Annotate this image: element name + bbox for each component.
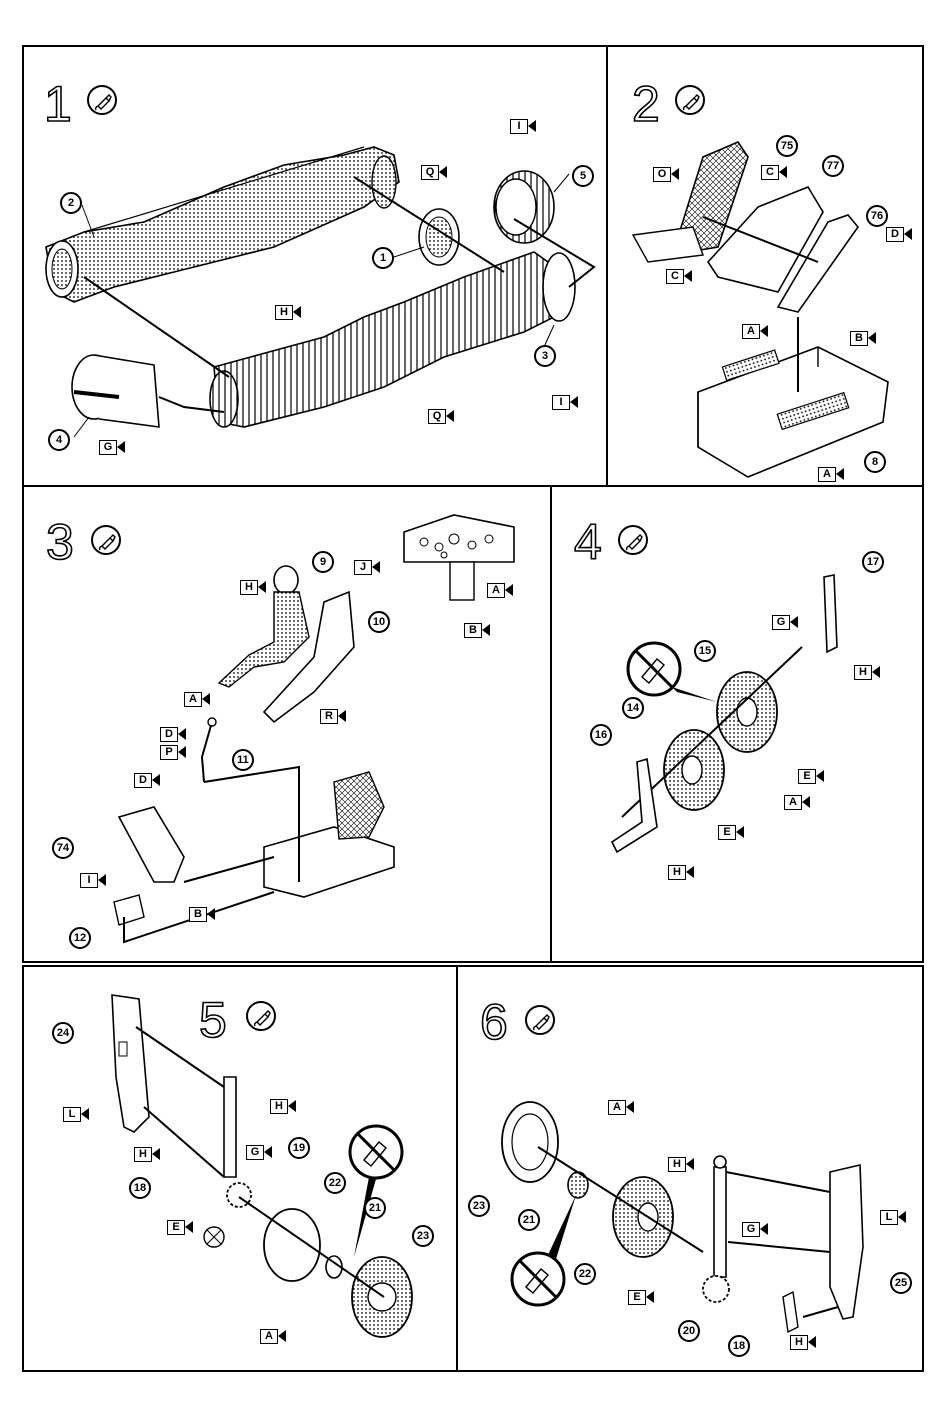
part-callout: 24	[52, 1022, 74, 1044]
part-callout: 22	[324, 1172, 346, 1194]
part-callout: 25	[890, 1272, 912, 1294]
paint-flag: C	[761, 165, 787, 180]
paint-flag: D	[134, 773, 160, 788]
paint-flag: H	[790, 1335, 816, 1350]
paint-flag: G	[742, 1222, 768, 1237]
part-callout: 76	[866, 205, 888, 227]
paint-flag: B	[189, 907, 215, 922]
part-callout: 23	[412, 1225, 434, 1247]
part-callout: 15	[694, 640, 716, 662]
paint-flag: G	[246, 1145, 272, 1160]
cockpit-drawing	[24, 487, 554, 965]
part-callout: 11	[232, 749, 254, 771]
paint-flag: H	[275, 305, 301, 320]
paint-flag: H	[134, 1147, 160, 1162]
paint-flag: A	[184, 692, 210, 707]
paint-flag: L	[63, 1107, 89, 1122]
paint-flag: I	[510, 119, 536, 134]
part-callout: 9	[312, 551, 334, 573]
part-callout: 23	[468, 1195, 490, 1217]
step-6-panel: 6 23 21 22 20 18 25	[456, 965, 924, 1372]
paint-flag: R	[320, 709, 346, 724]
step-4-panel: 4 17 15 14 16 G H E A E H	[550, 485, 924, 963]
paint-flag: Q	[421, 165, 447, 180]
paint-flag: H	[668, 865, 694, 880]
paint-flag: A	[608, 1100, 634, 1115]
part-callout: 4	[48, 429, 70, 451]
seat-tub-drawing	[608, 47, 926, 489]
paint-flag: B	[850, 331, 876, 346]
part-callout: 77	[822, 155, 844, 177]
paint-flag: E	[718, 825, 744, 840]
paint-flag: A	[487, 583, 513, 598]
part-callout: 12	[69, 927, 91, 949]
paint-flag: A	[818, 467, 844, 482]
part-callout: 74	[52, 837, 74, 859]
paint-flag: I	[552, 395, 578, 410]
part-callout: 19	[288, 1137, 310, 1159]
step-1-panel: 1 2 1 5 3 4 Q I H	[22, 45, 608, 487]
paint-flag: I	[80, 873, 106, 888]
paint-flag: E	[798, 769, 824, 784]
paint-flag: D	[886, 227, 912, 242]
paint-flag: P	[160, 745, 186, 760]
part-callout: 18	[728, 1335, 750, 1357]
part-callout: 1	[372, 247, 394, 269]
paint-flag: G	[99, 440, 125, 455]
paint-flag: J	[354, 560, 380, 575]
paint-flag: C	[666, 269, 692, 284]
part-callout: 21	[364, 1197, 386, 1219]
step-2-panel: 2 75 77 76 8 O C C D A B A	[606, 45, 924, 487]
part-callout: 14	[622, 697, 644, 719]
paint-flag: A	[260, 1329, 286, 1344]
part-callout: 18	[129, 1177, 151, 1199]
part-callout: 8	[864, 451, 886, 473]
paint-flag: D	[160, 727, 186, 742]
paint-flag: H	[240, 580, 266, 595]
paint-flag: H	[668, 1157, 694, 1172]
paint-flag: E	[167, 1220, 193, 1235]
part-callout: 5	[572, 165, 594, 187]
no-glue-icon	[350, 1126, 402, 1257]
paint-flag: H	[270, 1099, 296, 1114]
paint-flag: B	[464, 623, 490, 638]
part-callout: 2	[60, 192, 82, 214]
paint-flag: G	[772, 615, 798, 630]
part-callout: 3	[534, 345, 556, 367]
part-callout: 21	[518, 1209, 540, 1231]
part-callout: 16	[590, 724, 612, 746]
engine-assembly-drawing	[24, 47, 610, 489]
nose-gear-left-drawing	[24, 967, 460, 1374]
step-5-panel: 5 24 19 18 22 21 23 L H	[22, 965, 458, 1372]
paint-flag: O	[653, 167, 679, 182]
paint-flag: A	[742, 324, 768, 339]
part-callout: 17	[862, 551, 884, 573]
part-callout: 22	[574, 1263, 596, 1285]
part-callout: 10	[368, 611, 390, 633]
paint-flag: H	[854, 665, 880, 680]
paint-flag: Q	[428, 409, 454, 424]
paint-flag: E	[628, 1290, 654, 1305]
part-callout: 75	[776, 135, 798, 157]
paint-flag: L	[880, 1210, 906, 1225]
part-callout: 20	[678, 1320, 700, 1342]
paint-flag: A	[784, 795, 810, 810]
step-3-panel: 3 9 10 11 74 12 H J A B A R D P D I	[22, 485, 552, 963]
